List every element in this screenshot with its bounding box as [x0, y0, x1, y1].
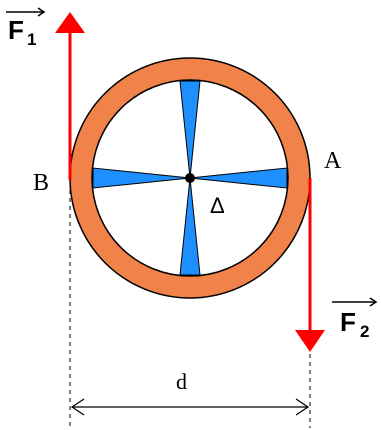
- axis-delta-label: Δ: [210, 193, 225, 218]
- f2-label: F: [340, 307, 356, 337]
- spoke-right: [189, 167, 288, 189]
- point-b-label: B: [33, 170, 49, 196]
- axle-hub: [185, 173, 195, 183]
- point-a-label: A: [324, 148, 342, 174]
- distance-d-label: d: [176, 369, 187, 394]
- f2-vector-bar-head: [369, 297, 378, 307]
- wheel-spokes: [92, 80, 288, 276]
- f1-label: F: [8, 15, 24, 45]
- force-f2-arrowhead: [295, 330, 325, 352]
- distance-arrow-left-head: [70, 398, 85, 416]
- f2-subscript: 2: [360, 322, 369, 341]
- spoke-left: [92, 167, 191, 189]
- force-f1-arrowhead: [55, 12, 85, 33]
- spoke-bottom: [179, 177, 201, 276]
- spoke-top: [179, 80, 201, 179]
- distance-arrow-right-head: [295, 398, 310, 416]
- f1-vector-bar-head: [37, 7, 46, 17]
- f1-subscript: 1: [27, 30, 36, 49]
